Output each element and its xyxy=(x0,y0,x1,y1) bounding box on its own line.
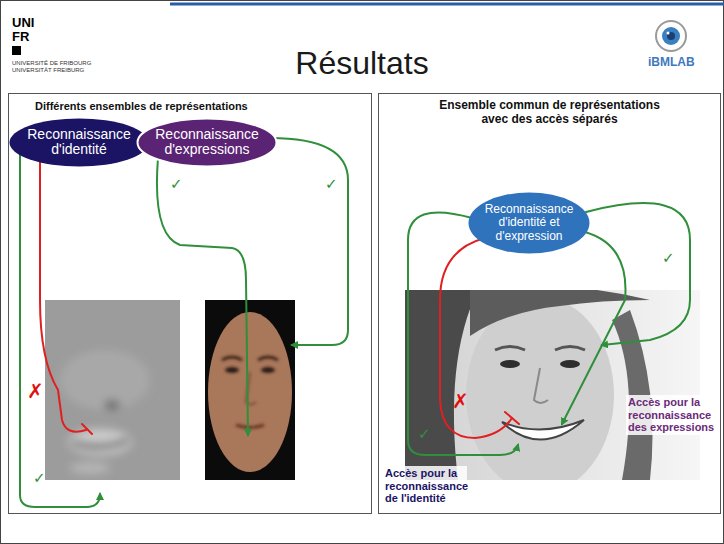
access-path xyxy=(270,138,348,345)
university-name: UNIVERSITÄT FREIBURG xyxy=(12,67,84,74)
panel-box: Différents ensembles de représentationsR… xyxy=(8,93,372,514)
face-photo xyxy=(205,300,295,480)
smiling-face-photo xyxy=(405,290,700,480)
logo-text: FR xyxy=(12,30,29,45)
block-bar xyxy=(82,424,92,434)
access-label: Accès pour la reconnaissance des express… xyxy=(626,395,720,435)
check-mark: ✓ xyxy=(418,426,431,443)
check-mark: ✓ xyxy=(325,176,338,193)
blocked-path xyxy=(40,155,86,432)
filtered-face-image xyxy=(45,300,180,480)
ellipse-node: Reconnaissance d'expressions xyxy=(136,117,278,168)
block-bar xyxy=(505,412,519,424)
access-path xyxy=(20,150,100,507)
lab-eye-logo xyxy=(656,21,686,51)
ellipse-label: Reconnaissance d'identité xyxy=(26,127,132,158)
access-label: Accès pour la reconnaissance de l'identi… xyxy=(383,466,467,506)
ellipse-node: Reconnaissance d'identité et d'expressio… xyxy=(467,191,591,255)
check-mark: ✓ xyxy=(170,176,183,193)
check-mark: ✓ xyxy=(33,470,46,487)
university-name: UNIVERSITÉ DE FRIBOURG xyxy=(12,60,91,67)
lab-logo-text: iBMLAB xyxy=(648,56,695,70)
access-path xyxy=(562,232,626,424)
access-path xyxy=(157,158,248,435)
panel-heading: Différents ensembles de représentations xyxy=(9,100,371,113)
ellipse-shape xyxy=(10,118,149,166)
ellipse-label: Reconnaissance d'expressions xyxy=(154,127,260,158)
cross-mark: ✗ xyxy=(452,390,469,413)
panel-box: Ensemble commun de représentations avec … xyxy=(378,93,721,514)
access-path xyxy=(586,203,690,345)
slide-title: Résultats xyxy=(0,44,724,82)
ellipse-shape xyxy=(469,193,590,254)
ellipse-label: Reconnaissance d'identité et d'expressio… xyxy=(483,203,575,243)
ellipse-shape xyxy=(138,118,277,166)
logo-square xyxy=(12,46,21,55)
ellipse-node: Reconnaissance d'identité xyxy=(8,117,150,168)
check-mark: ✓ xyxy=(662,250,675,267)
logo-text: UNI xyxy=(12,16,34,31)
blocked-path xyxy=(440,238,512,438)
panel-heading: Ensemble commun de représentations avec … xyxy=(379,98,720,127)
cross-mark: ✗ xyxy=(27,380,44,403)
header-rule xyxy=(170,3,724,6)
